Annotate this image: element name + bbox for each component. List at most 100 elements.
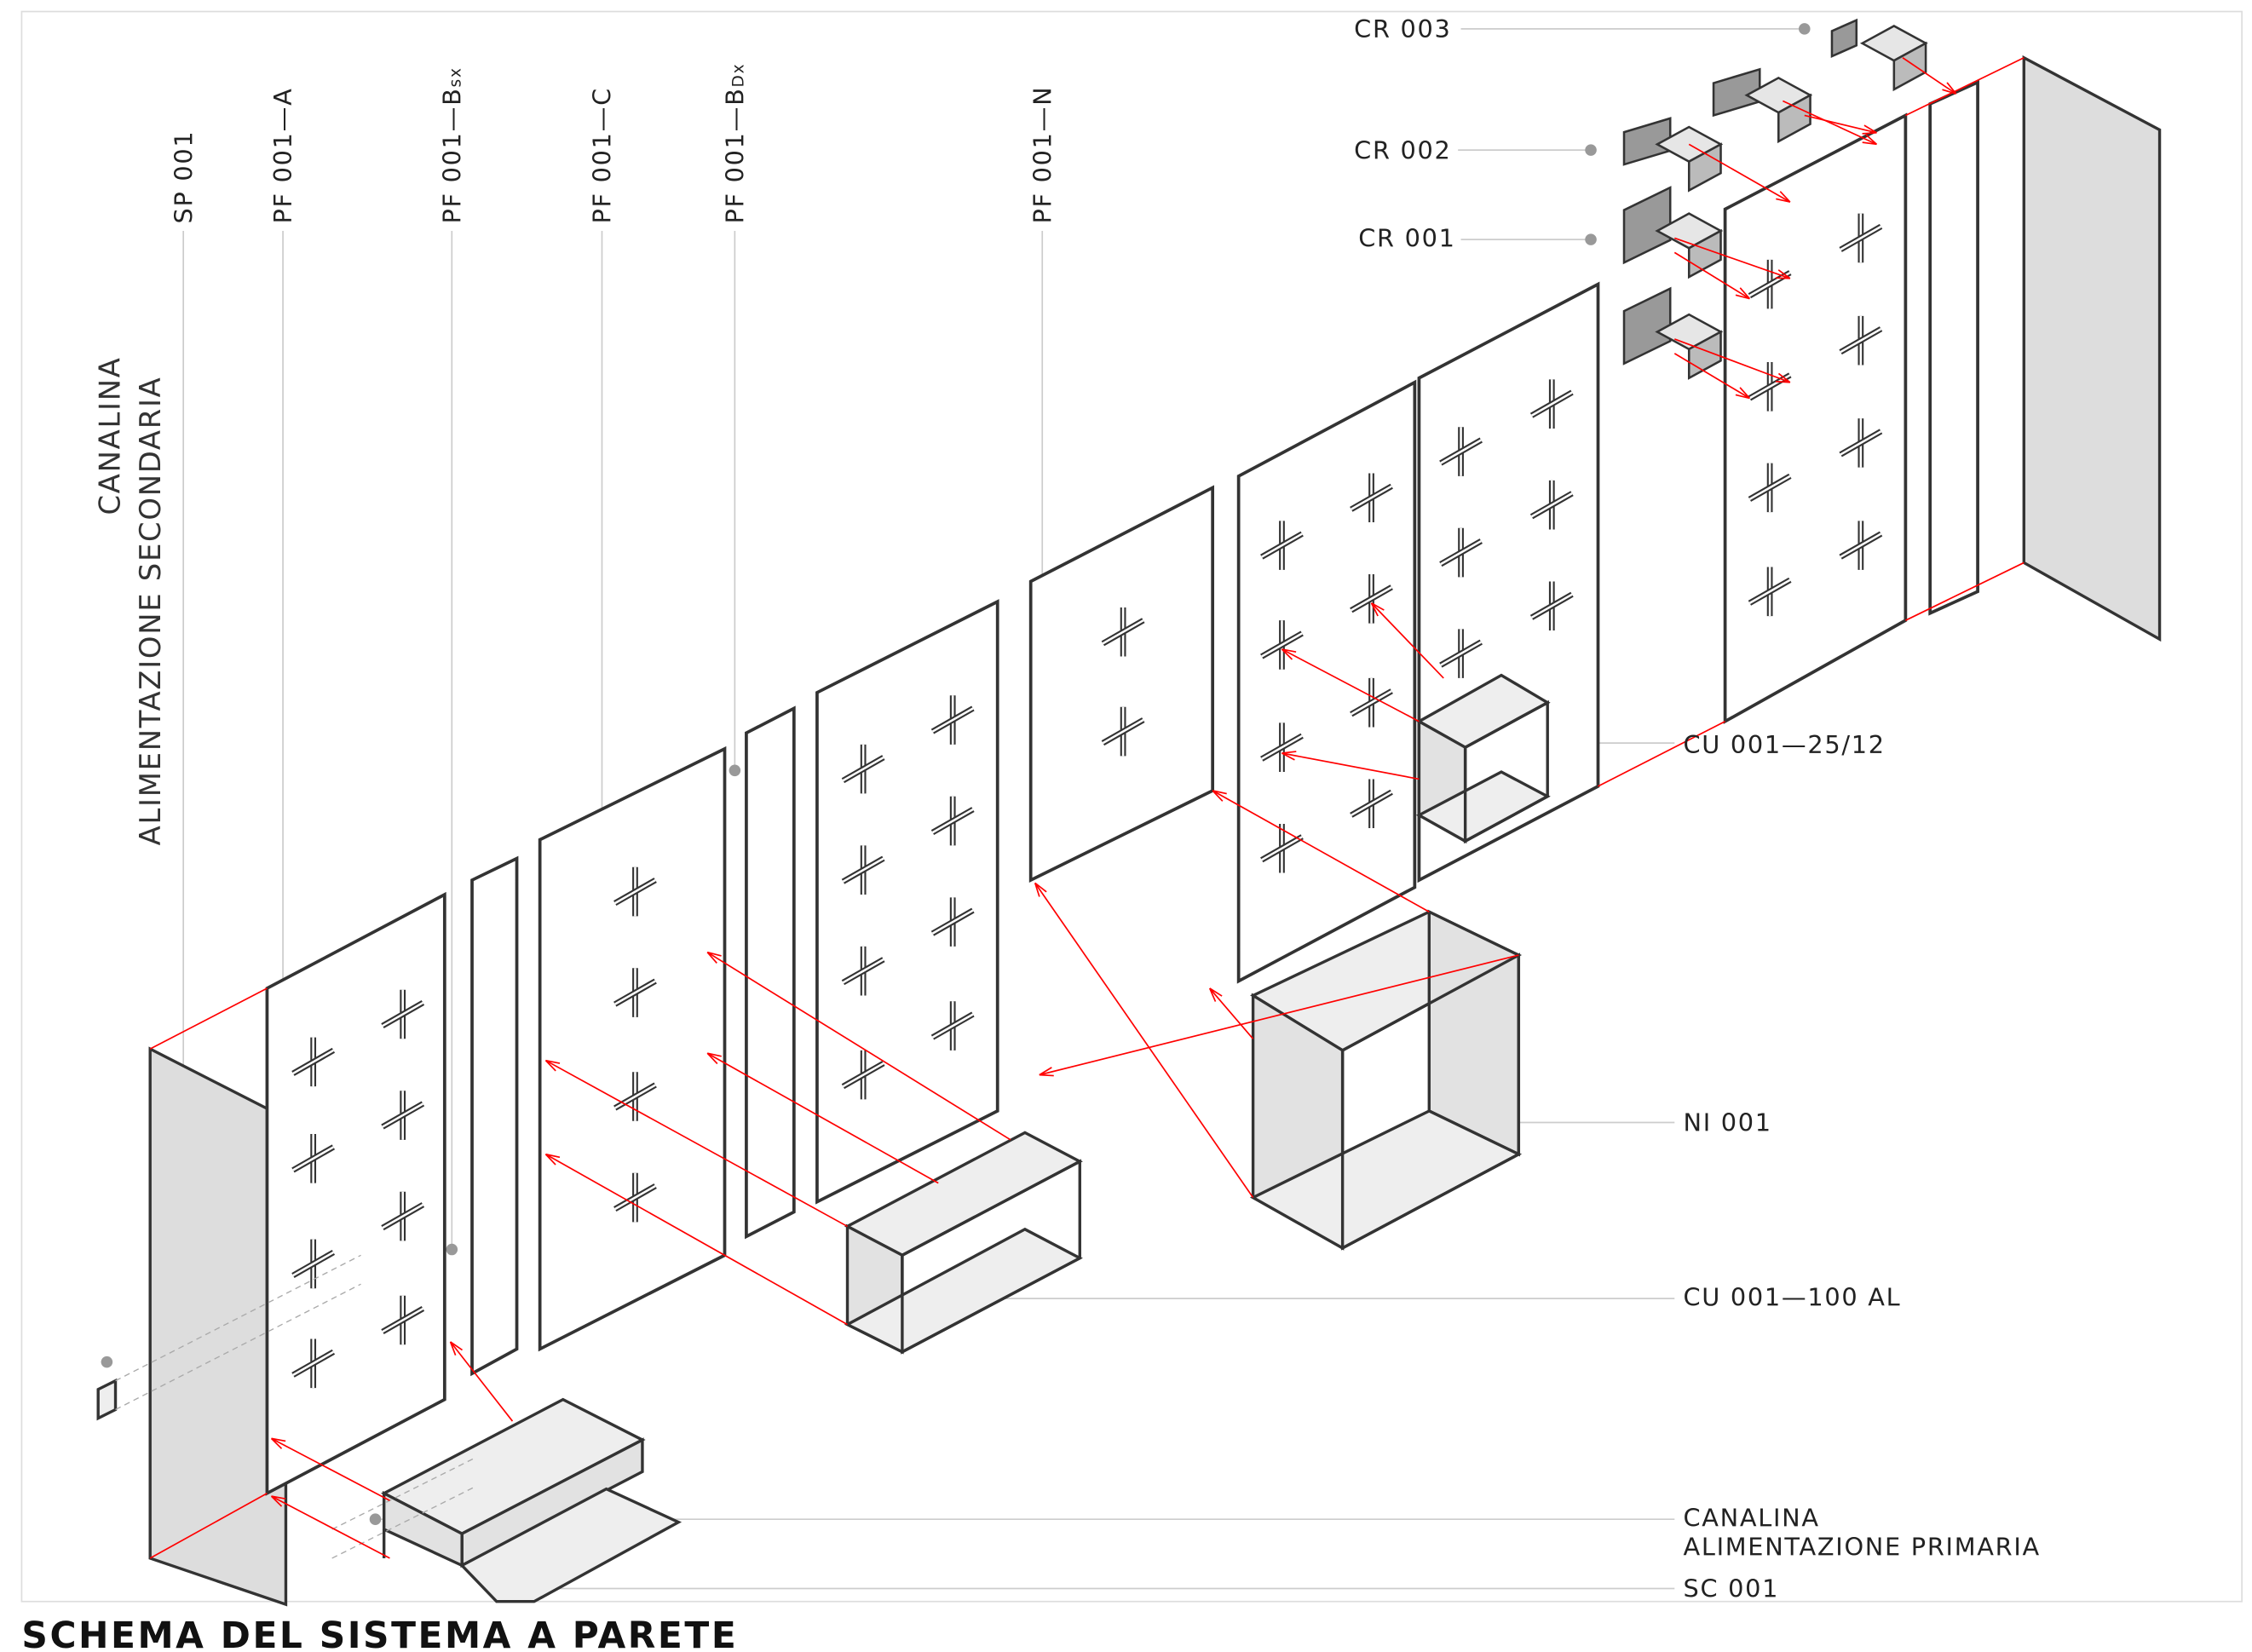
cross-slots [291,213,1883,1389]
corner-bracket [1744,76,1813,144]
assembly-arrow [449,1341,514,1422]
panel-pf001-n [1028,485,1215,883]
box-ni001 [1249,909,1523,1251]
canalina-primaria [381,1397,683,1603]
cross-slot-icon [1529,379,1574,429]
assembly-arrow [1674,237,1791,279]
cross-slot-icon [1839,315,1883,366]
assembly-arrow [1905,561,2024,621]
panel-pf001-a [265,891,446,1496]
cross-slot-icon [1350,677,1393,728]
assembly-arrow [1598,720,1725,787]
box-cu001-100al [844,1131,1083,1355]
cross-slot-icon [1350,473,1393,523]
cross-slot-icon [1748,362,1792,412]
cross-slot-icon [1260,521,1304,570]
panel-pf001-d [815,599,999,1205]
canalina-secondaria [96,1254,477,1559]
label-cr002: CR 002 [1354,135,1451,164]
assembly-arrow [1673,353,1751,400]
assembly-arrow [1783,100,1878,146]
panel-pf001-c [538,745,727,1352]
corner-bracket [1859,25,1928,92]
label-ni001: NI 001 [1683,1108,1771,1137]
cross-slot-icon [930,796,975,846]
cross-slot-icon [613,968,657,1017]
assembly-arrow [1688,143,1791,203]
cross-slot-icon [613,1172,657,1223]
cross-slot-icon [1748,463,1792,513]
cross-slot-icon [291,1338,336,1389]
cross-slot-icon [930,1001,975,1050]
cross-slot-icon [1101,706,1145,757]
right-labels: CU 001—25/12 NI 001 CU 001—100 AL CANALI… [1683,730,2040,1603]
page-title: SCHEMA DEL SISTEMA A PARETE [21,1615,738,1652]
assembly-arrow [1212,790,1430,912]
cross-slot-icon [381,1191,425,1241]
cross-slot-icon [1529,480,1574,530]
assembly-arrow [1039,954,1519,1077]
cross-slot-icon [381,989,425,1039]
cross-slot-icon [841,1050,885,1100]
assembly-arrow [1282,751,1420,780]
cross-slot-icon [1260,620,1304,670]
label-pf001-c: PF 001—C [588,87,617,223]
assembly-arrow [544,1059,848,1228]
cross-slot-icon [291,1239,336,1289]
panel-pf001-bsx [470,855,519,1377]
assembly-arrow [706,1052,939,1184]
cross-slot-icon [1260,823,1304,873]
assembly-arrows [149,56,2024,1559]
cross-slot-icon [930,695,975,745]
box-cu001-25-12 [1415,673,1551,844]
panel-pf001-e [1236,379,1417,984]
assembly-arrow [1370,602,1444,679]
panel-pf001-g [1723,112,1908,724]
assembly-arrow [1804,114,1877,135]
cross-slot-icon [1439,629,1483,678]
corner-piece [1622,286,1672,366]
side-panel-right [2022,55,2162,642]
cross-slot-icon [381,1295,425,1345]
cr-labels: CR 003 CR 002 CR 001 [1354,14,1455,253]
assembly-arrow [270,1495,390,1559]
label-canalina-secondaria-1: CANALINA [94,356,127,515]
cross-slot-icon [1260,722,1304,772]
cross-slot-icon [1839,521,1883,570]
label-pf001-bdx: PF 001—BDx [721,63,750,224]
cross-slot-icon [291,1134,336,1183]
label-pf001-bsx: PF 001—Bsx [437,66,466,223]
cross-slot-icon [1748,567,1792,617]
label-cu001-100al: CU 001—100 AL [1683,1283,1901,1312]
label-canalina-primaria-1: CANALINA [1683,1504,1819,1533]
assembly-arrow [1902,57,1957,95]
corner-piece [1622,186,1672,265]
label-cu001-25-12: CU 001—25/12 [1683,730,1885,759]
label-cr001: CR 001 [1358,224,1455,253]
label-sc001: SC 001 [1683,1574,1779,1603]
cross-slot-icon [613,1072,657,1121]
cross-slot-icon [930,897,975,947]
label-pf001-a: PF 001—A [268,88,297,224]
panels [265,79,1979,1496]
assembly-arrow [149,1492,268,1559]
assembly-arrow [1281,648,1420,722]
drawing-frame [20,10,2243,1603]
assembly-arrow [1034,882,1254,1199]
assembly-arrow [706,951,1011,1141]
label-sp001: SP 001 [169,130,198,224]
label-canalina-primaria-2: ALIMENTAZIONE PRIMARIA [1683,1533,2040,1562]
cross-slot-icon [841,946,885,996]
assembly-arrow [1208,987,1254,1039]
cross-slot-icon [1101,607,1145,657]
side-panel-sp001 [148,1046,288,1607]
assembly-arrow [270,1437,390,1501]
cross-slot-icon [1350,573,1393,624]
panel-strip-right [1928,79,1979,616]
cross-slot-icon [381,1091,425,1140]
cross-slot-icon [1439,527,1483,578]
cross-slot-icon [1350,779,1393,829]
cross-slot-icon [1839,418,1883,468]
top-labels: SP 001 PF 001—A PF 001—Bsx PF 001—C PF 0… [94,63,1057,846]
